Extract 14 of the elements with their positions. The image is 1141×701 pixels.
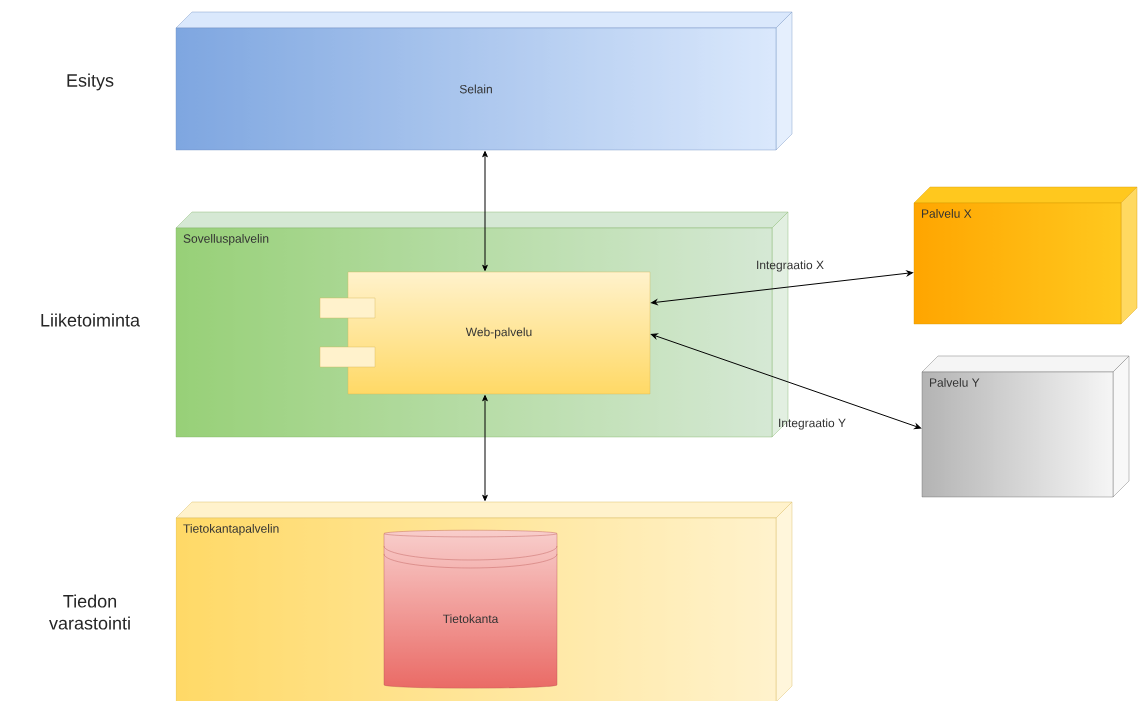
node-box: Palvelu X [913,186,1138,325]
arrow [650,270,914,306]
layer-label: Tiedon varastointi [49,594,130,630]
node-box: Selain [175,11,793,151]
edge-label: Integraatio X [757,260,824,272]
layer-label: Esitys [67,73,114,91]
arrow [482,150,488,272]
database-cylinder: Tietokanta [383,530,558,689]
edge-label: Integraatio Y [779,418,846,430]
node-box: Palvelu Y [921,355,1130,498]
arrow [650,333,922,430]
layer-label: Liiketoiminta [41,313,140,327]
component-box: Web-palvelu [319,271,651,395]
arrow [482,394,488,502]
